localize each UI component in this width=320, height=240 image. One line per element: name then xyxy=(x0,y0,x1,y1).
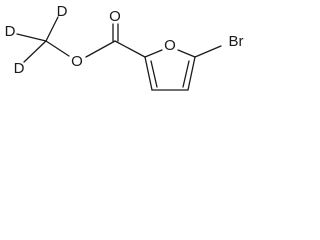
atom-label-d3: D xyxy=(14,60,25,77)
atom-label-d2: D xyxy=(5,23,16,40)
bond-c3-c2-inner xyxy=(150,60,158,88)
atom-label-ring-oxygen: O xyxy=(164,37,176,54)
bond-o-ring-c5 xyxy=(177,49,196,58)
atom-label-bromine: Br xyxy=(229,33,244,50)
bond-c-d2 xyxy=(16,33,47,42)
atom-label-carbonyl-oxygen: O xyxy=(109,8,121,25)
bond-c5-c4-inner xyxy=(182,60,190,88)
chemical-structure: D D D O O O Br xyxy=(5,3,244,91)
bonds xyxy=(16,16,222,91)
bond-c-d1 xyxy=(45,16,59,42)
bond-carbonyl-ring xyxy=(114,40,146,58)
atom-labels: D D D O O O Br xyxy=(5,3,244,77)
bond-c-d3 xyxy=(23,40,47,63)
bond-o-carbonyl-c xyxy=(85,40,116,58)
bond-c2-o-ring xyxy=(144,49,163,58)
bond-c5-c4 xyxy=(187,56,196,91)
bond-c3-c2 xyxy=(144,56,153,91)
bond-c5-br xyxy=(194,45,222,58)
bond-c-o-ester xyxy=(45,40,70,57)
atom-label-ester-oxygen: O xyxy=(71,53,83,70)
atom-label-d1: D xyxy=(57,3,68,20)
